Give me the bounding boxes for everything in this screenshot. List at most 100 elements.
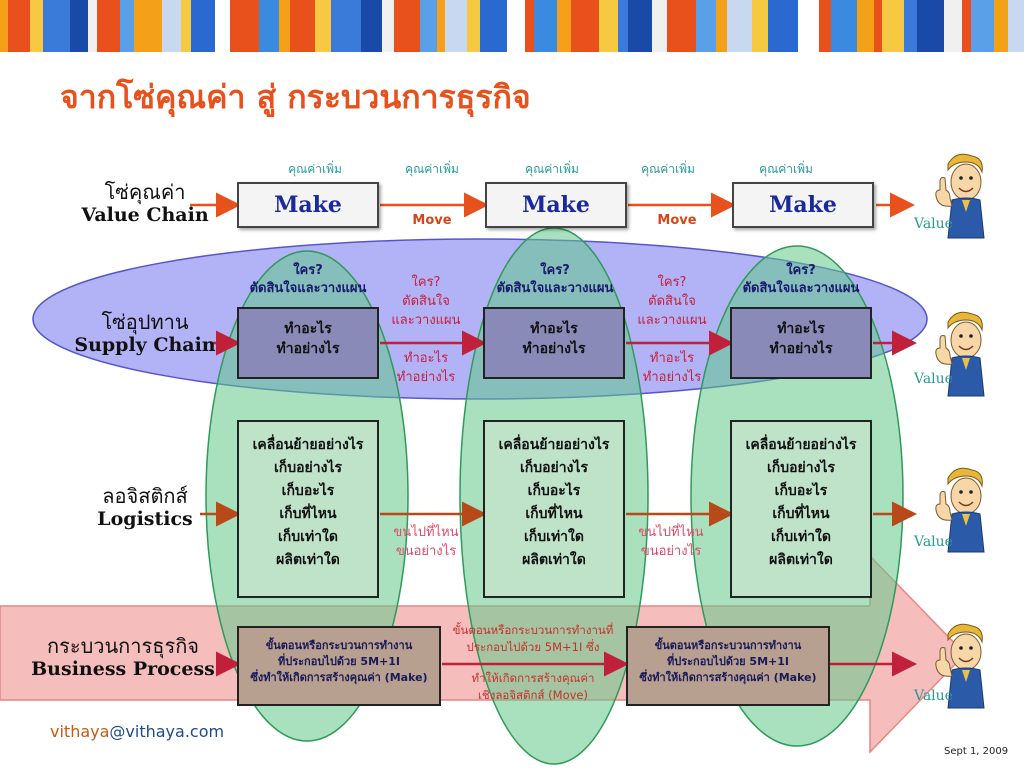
logistics-middle: ขนไปที่ไหน ขนอย่างไร <box>616 524 726 562</box>
box-line: เก็บอย่างไร <box>519 460 589 477</box>
who-line: ใคร? <box>786 263 816 278</box>
stripe <box>315 0 331 52</box>
value-added-label: คุณค่าเพิ่ม <box>641 162 695 176</box>
box-line: เก็บเท่าใด <box>771 529 831 546</box>
box-line: เก็บอะไร <box>281 483 335 500</box>
who-line: ใคร? <box>293 263 323 278</box>
row-label-supply-chain: โซ่อุปทาน Supply Chain <box>40 310 250 357</box>
page-title: จากโซ่คุณค่า สู่ กระบวนการธุรกิจ <box>60 78 531 116</box>
mid-line: ทำอะไร <box>649 351 695 366</box>
box-line: ทำอะไร <box>530 321 578 337</box>
stripe <box>181 0 191 52</box>
box-line: ทำอะไร <box>777 321 825 337</box>
supply-middle-what: ทำอะไร ทำอย่างไร <box>376 350 476 388</box>
footer-date: Sept 1, 2009 <box>944 746 1009 757</box>
decorative-stripes <box>0 0 1024 52</box>
stripe <box>382 0 394 52</box>
stripe <box>70 0 88 52</box>
supply-chain-box: ทำอะไร ทำอย่างไร <box>483 307 625 379</box>
box-line: ทำอย่างไร <box>769 341 833 358</box>
box-line: เก็บอะไร <box>527 483 581 500</box>
mid-line: ขั้นตอนหรือกระบวนการทำงานที่ <box>452 623 614 637</box>
stripe <box>874 0 882 52</box>
business-process-box: ขั้นตอนหรือกระบวนการทำงาน ที่ประกอบไปด้ว… <box>626 626 830 706</box>
email-domain: @vithaya.com <box>109 722 225 741</box>
stripe <box>904 0 917 52</box>
row-label-business-process: กระบวนการธุรกิจ Business Process <box>18 634 228 681</box>
box-line: เก็บอะไร <box>774 483 828 500</box>
who-decides-label: ใคร? ตัดสินใจและวางแผน <box>233 262 383 297</box>
stripe <box>557 0 571 52</box>
stripe <box>652 0 667 52</box>
stripe <box>798 0 819 52</box>
stripe <box>394 0 420 52</box>
thumbs-up-mascot-icon <box>935 311 985 397</box>
stripe <box>727 0 752 52</box>
supply-middle-who: ใคร? ตัดสินใจ และวางแผน <box>376 274 476 331</box>
row-label-en: Business Process <box>31 658 215 680</box>
mid-line: ทำอย่างไร <box>396 369 456 385</box>
stripe <box>971 0 994 52</box>
box-line: ผลิตเท่าใด <box>522 552 586 569</box>
row-label-th: โซ่คุณค่า <box>104 180 186 204</box>
logistics-box: เคลื่อนย้ายอย่างไร เก็บอย่างไร เก็บอะไร … <box>483 420 625 598</box>
value-label: Value <box>914 216 953 232</box>
decide-line: ตัดสินใจและวางแผน <box>742 280 860 296</box>
value-label: Value <box>914 371 953 387</box>
business-process-box: ขั้นตอนหรือกระบวนการทำงาน ที่ประกอบไปด้ว… <box>237 626 441 706</box>
stripe <box>8 0 30 52</box>
move-label: Move <box>657 213 697 228</box>
box-line: เคลื่อนย้ายอย่างไร <box>745 437 857 453</box>
row-label-en: Supply Chain <box>74 334 216 356</box>
stripe <box>534 0 557 52</box>
box-line: เก็บที่ไหน <box>772 506 830 523</box>
stripe <box>259 0 279 52</box>
mid-line: และวางแผน <box>637 312 707 328</box>
row-label-th: ลอจิสติกส์ <box>102 484 188 508</box>
stripe <box>88 0 97 52</box>
box-line: ขั้นตอนหรือกระบวนการทำงาน <box>654 639 802 652</box>
mid-line: ขนไปที่ไหน <box>638 525 704 540</box>
supply-chain-box: ทำอะไร ทำอย่างไร <box>237 307 379 379</box>
box-line: เคลื่อนย้ายอย่างไร <box>252 437 364 453</box>
stripe <box>162 0 181 52</box>
stripe <box>525 0 534 52</box>
mid-line: ทำให้เกิดการสร้างคุณค่า <box>471 671 595 685</box>
box-line: ทำอะไร <box>284 321 332 337</box>
stripe <box>768 0 798 52</box>
business-middle-bottom: ทำให้เกิดการสร้างคุณค่า เชิงลอจิสติกส์ (… <box>438 670 628 703</box>
stripe <box>467 0 480 52</box>
stripe <box>215 0 230 52</box>
value-label: Value <box>914 534 953 550</box>
box-line: เก็บที่ไหน <box>279 506 337 523</box>
stripe <box>571 0 599 52</box>
decide-line: ตัดสินใจและวางแผน <box>249 280 367 296</box>
stripe <box>618 0 628 52</box>
stripe <box>716 0 727 52</box>
stripe <box>120 0 134 52</box>
mid-line: ขนไปที่ไหน <box>393 525 459 540</box>
stripe <box>667 0 696 52</box>
stripe <box>331 0 361 52</box>
box-line: ซึ่งทำให้เกิดการสร้างคุณค่า (Make) <box>250 670 428 684</box>
mid-line: ตัดสินใจ <box>648 293 696 309</box>
supply-chain-box: ทำอะไร ทำอย่างไร <box>730 307 872 379</box>
stripe <box>507 0 525 52</box>
supply-middle-what: ทำอะไร ทำอย่างไร <box>622 350 722 388</box>
footer-email[interactable]: vithaya@vithaya.com <box>50 722 224 741</box>
mid-line: ใคร? <box>411 275 441 290</box>
stripe <box>819 0 831 52</box>
stripe <box>882 0 904 52</box>
stripe <box>831 0 857 52</box>
mid-line: ประกอบไปด้วย 5M+1I ซึ่ง <box>466 639 600 654</box>
box-line: ที่ประกอบไปด้วย 5M+1I <box>278 654 400 668</box>
make-box: Make <box>485 182 627 228</box>
stripe <box>134 0 162 52</box>
logistics-box: เคลื่อนย้ายอย่างไร เก็บอย่างไร เก็บอะไร … <box>730 420 872 598</box>
stripe <box>962 0 971 52</box>
logistics-box: เคลื่อนย้ายอย่างไร เก็บอย่างไร เก็บอะไร … <box>237 420 379 598</box>
make-box: Make <box>732 182 874 228</box>
stripe <box>628 0 652 52</box>
mid-line: ใคร? <box>657 275 687 290</box>
supply-middle-who: ใคร? ตัดสินใจ และวางแผน <box>622 274 722 331</box>
